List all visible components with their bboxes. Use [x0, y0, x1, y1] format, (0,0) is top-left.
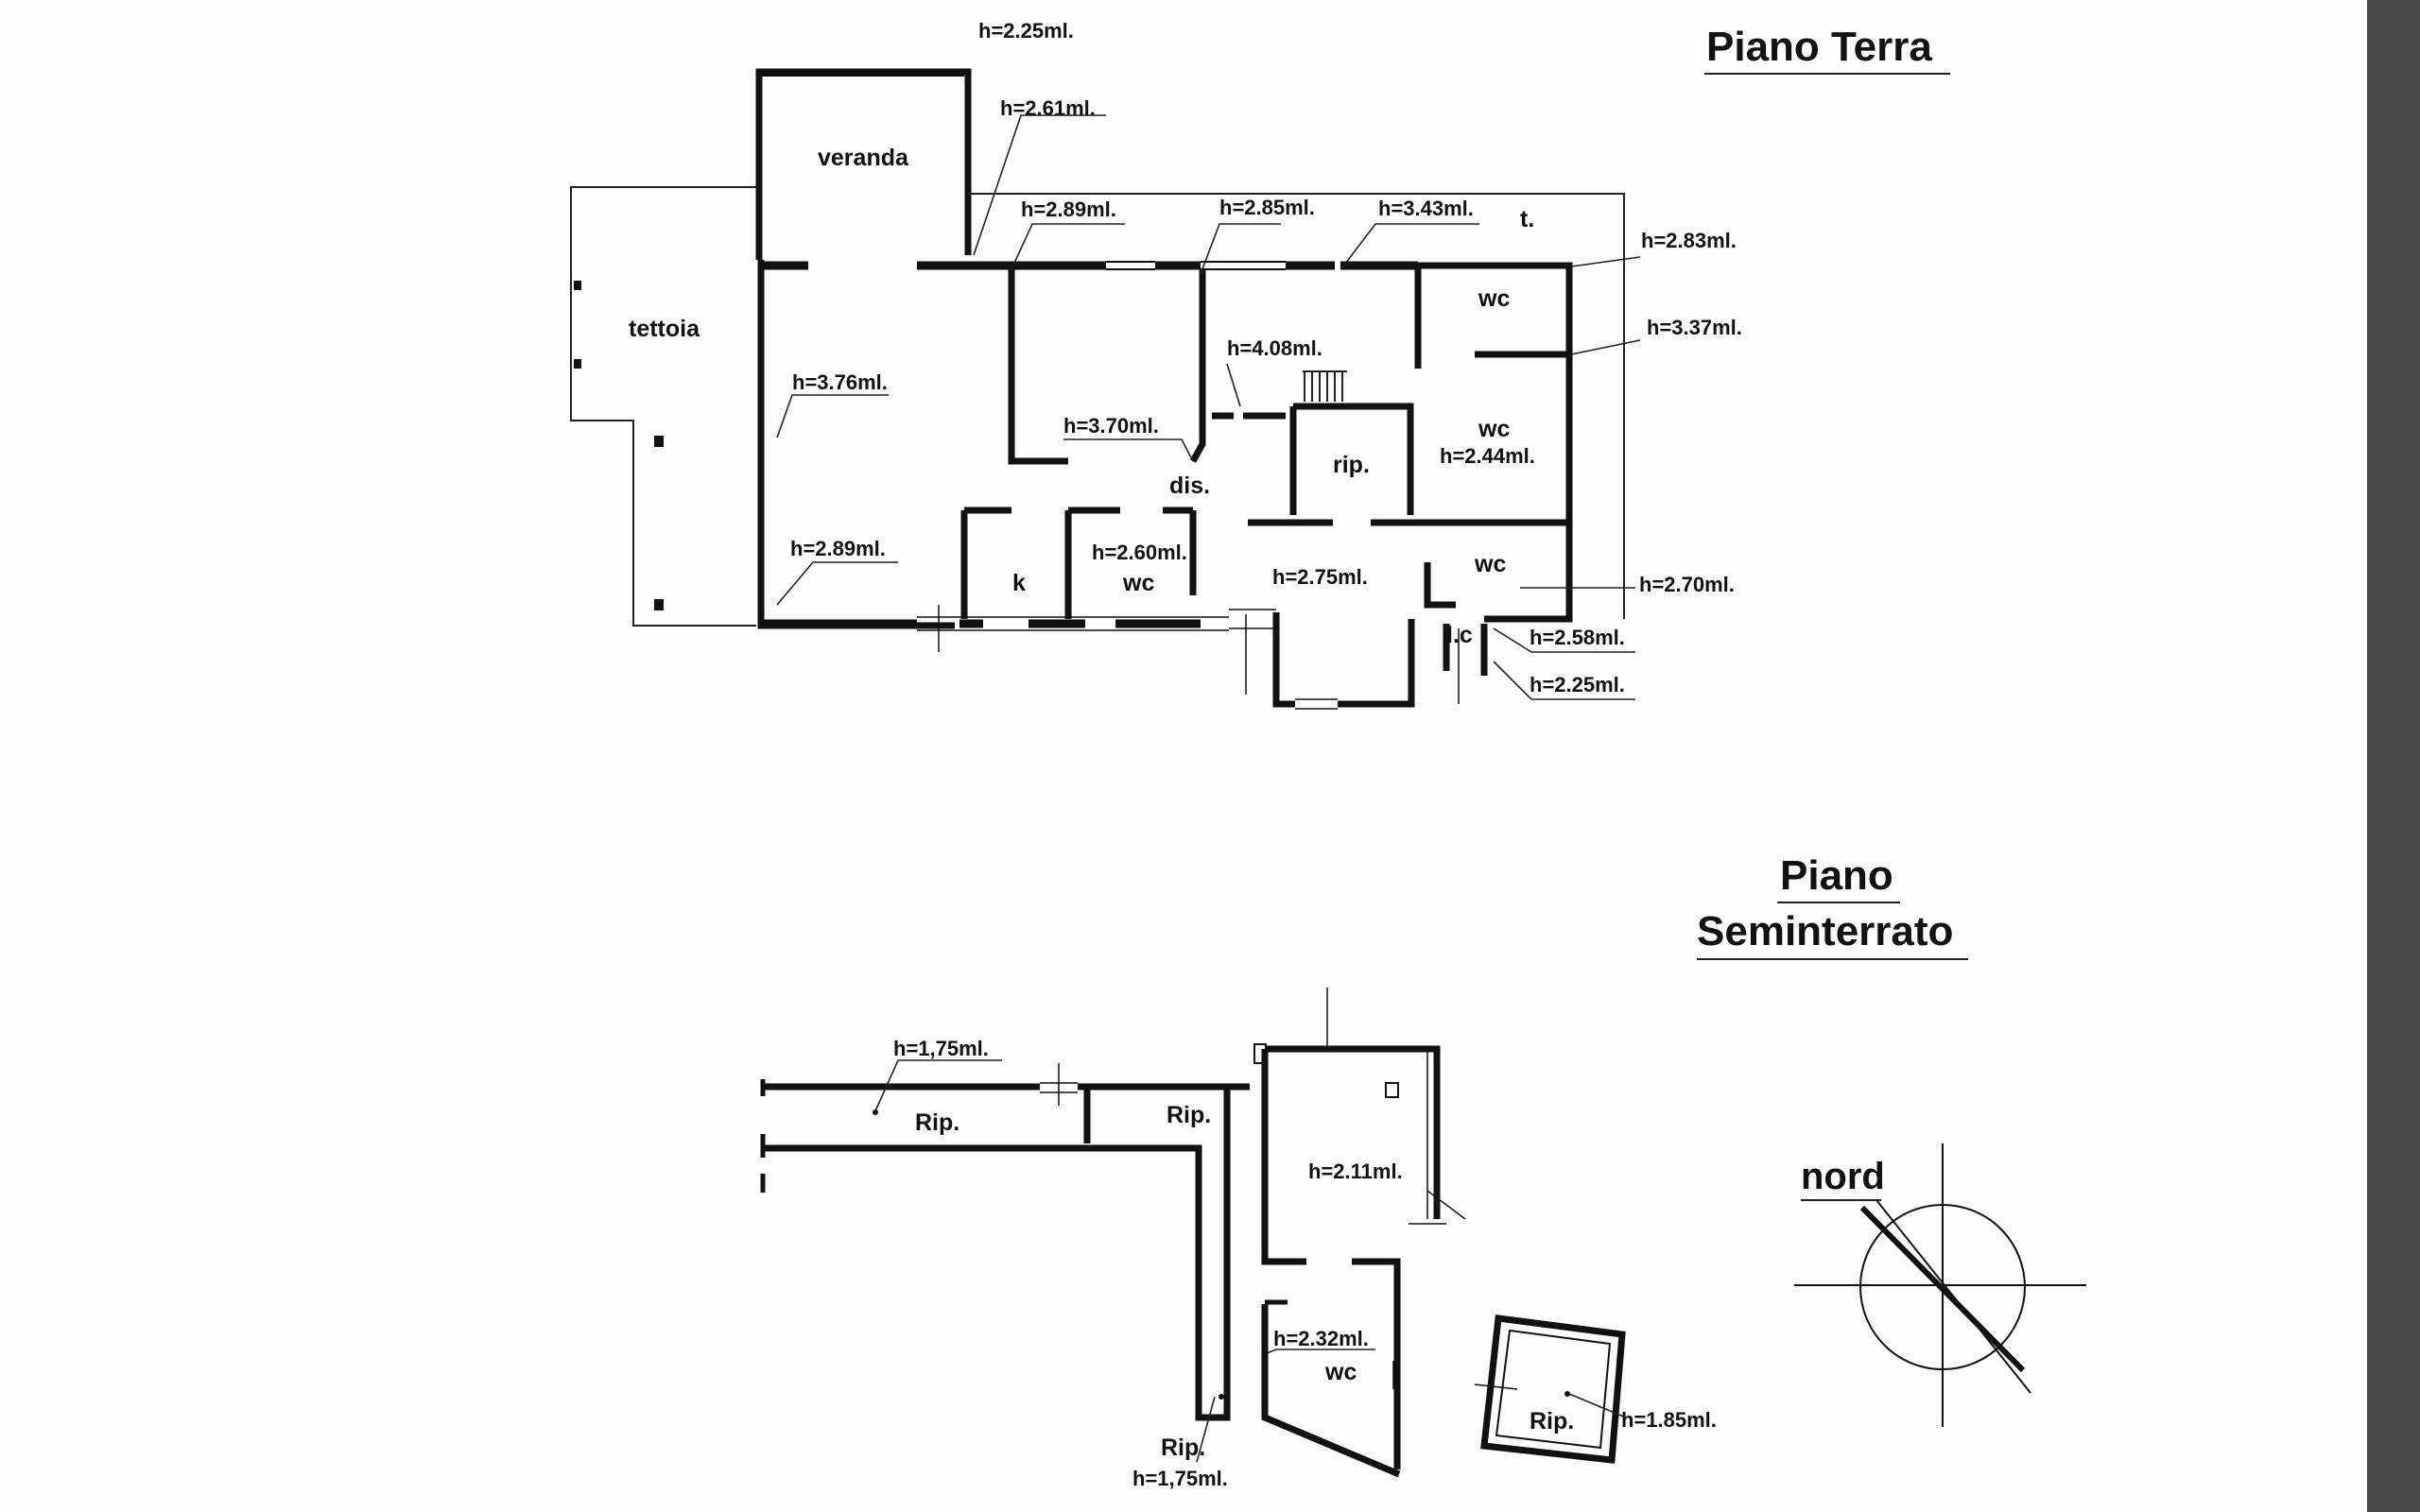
height-label: h=1,75ml.: [1132, 1467, 1228, 1490]
height-label: h=2.44ml.: [1440, 444, 1535, 468]
room-label-rip-left: Rip.: [915, 1109, 959, 1136]
north-arrow: nord: [1794, 1143, 2086, 1427]
height-label: h=2.32ml.: [1273, 1327, 1369, 1350]
room-label-lc: l.c: [1446, 622, 1473, 648]
page-margin-left: [0, 0, 327, 1512]
room-label-rip: rip.: [1333, 452, 1370, 478]
height-label: h=2.58ml.: [1530, 626, 1625, 649]
ground-floor-plan: [570, 68, 1641, 710]
room-label-wc-bottom-left: wc: [1122, 570, 1154, 596]
north-label: nord: [1801, 1156, 1885, 1197]
basement-leader-lines: [873, 1059, 1375, 1463]
height-label: h=1.85ml.: [1621, 1408, 1717, 1432]
height-label: h=3.70ml.: [1063, 414, 1159, 438]
tettoia-post: [574, 359, 581, 369]
title-piano-terra: Piano Terra: [1706, 24, 1932, 70]
height-label: h=2.70ml.: [1639, 573, 1735, 596]
room-label-dis: dis.: [1169, 472, 1210, 499]
height-label: h=1,75ml.: [893, 1037, 989, 1060]
height-label: h=2.61ml.: [1000, 96, 1096, 120]
height-label: h=3.37ml.: [1647, 316, 1742, 339]
height-label: h=2.85ml.: [1219, 196, 1315, 219]
terrace-outline: [968, 193, 1625, 619]
basement-labels: Piano Seminterrato Rip. Rip. wc Rip. Rip…: [893, 852, 1968, 1490]
height-label: h=2.89ml.: [1021, 198, 1116, 221]
tettoia-outline: [570, 186, 756, 627]
height-label: h=2.60ml.: [1092, 541, 1187, 564]
outer-wall-east: [1418, 262, 1573, 515]
height-label: h=3.76ml.: [792, 370, 888, 394]
ground-floor-labels: Piano Terra veranda tettoia rip. dis. k …: [629, 19, 1950, 696]
title-piano: Piano: [1780, 852, 1893, 899]
tettoia-post: [574, 281, 581, 290]
title-seminterrato: Seminterrato: [1697, 908, 1953, 954]
tettoia-post: [654, 436, 664, 447]
tettoia-post: [654, 599, 664, 610]
room-label-rip-mid: Rip.: [1167, 1102, 1211, 1128]
room-label-k: k: [1012, 570, 1026, 596]
height-leader-lines: [776, 114, 1641, 700]
room-label-tettoia: tettoia: [629, 316, 700, 342]
room-label-wc-mid: wc: [1478, 416, 1510, 442]
height-label: h=2.83ml.: [1641, 229, 1737, 252]
room-label-rip-bottom: Rip.: [1161, 1435, 1205, 1461]
height-label: h=2.11ml.: [1308, 1160, 1403, 1183]
room-label-wc-top: wc: [1478, 285, 1510, 312]
room-label-t: t.: [1520, 206, 1534, 232]
veranda-walls: [755, 68, 972, 260]
drawing-sheet: [327, 0, 2367, 1512]
height-label: h=2.75ml.: [1272, 565, 1368, 589]
basement-floor-plan: [760, 988, 1627, 1478]
height-label: h=2.89ml.: [790, 537, 886, 560]
stair-symbol: [1303, 370, 1347, 402]
room-label-wc: wc: [1324, 1359, 1357, 1385]
height-label: h=2.25ml.: [978, 19, 1074, 43]
height-label: h=3.43ml.: [1378, 197, 1474, 220]
room-label-wc-bottom-right: wc: [1474, 551, 1506, 577]
height-label: h=2.25ml.: [1530, 673, 1625, 696]
outer-wall-west: [757, 260, 955, 629]
room-label-rip-small: Rip.: [1530, 1408, 1574, 1435]
viewer-border-right: [2367, 0, 2420, 1512]
small-storage-room: [1474, 1314, 1627, 1464]
height-label: h=4.08ml.: [1227, 336, 1322, 360]
room-label-veranda: veranda: [818, 145, 909, 171]
